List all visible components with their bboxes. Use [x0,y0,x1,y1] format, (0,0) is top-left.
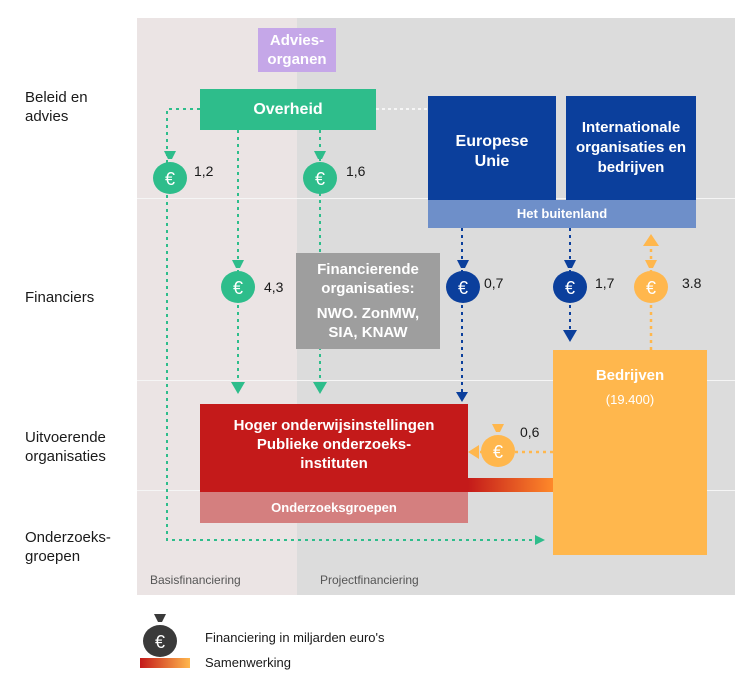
amount-eu: 0,7 [484,275,504,291]
amount-overheid-hoger: 4,3 [264,279,284,295]
svg-text:€: € [233,278,243,298]
divider-2 [137,380,735,381]
financierende-organisaties-box: Financierende organisaties: NWO. ZonMW, … [296,253,440,349]
amount-overheid-project: 1,6 [346,163,366,179]
svg-text:€: € [565,278,575,298]
level-financiers: Financiers [25,289,95,306]
svg-text:€: € [493,442,503,462]
legend-financiering-label: Financiering in miljarden euro's [205,630,385,645]
svg-text:€: € [155,632,165,652]
arrowhead-mid [231,382,245,394]
svg-text:€: € [165,169,175,189]
legend-samenwerking-swatch [140,658,190,668]
arrowhead-eu [456,392,468,402]
svg-text:€: € [315,169,325,189]
legend-moneybag-icon: € [143,614,177,657]
arrowhead-intl [563,330,577,342]
moneybag-icon: € [481,424,515,467]
legend-samenwerking-label: Samenwerking [205,655,291,670]
amount-bedrijven-hoger: 0,6 [520,424,540,440]
samenwerking-bar [468,478,554,492]
buitenland-bar: Het buitenland [428,200,696,228]
financierende-names: NWO. ZonMW, SIA, KNAW [316,305,420,341]
amount-intl: 1,7 [595,275,615,291]
svg-text:€: € [646,278,656,298]
moneybag-icon: € [153,151,187,194]
level-groepen: Onderzoeks- groepen [25,529,111,565]
onderzoeksgroepen-box: Onderzoeksgroepen [200,492,468,523]
hoger-onderwijs-box: Hoger onderwijsinstellingen Publieke ond… [200,404,468,492]
arrowhead-basis [535,535,545,545]
europese-unie-box: Europese Unie [428,96,556,200]
zone-label-project: Projectfinanciering [320,573,419,587]
adviesorganen-box: Advies- organen [258,28,336,72]
moneybag-icon: € [221,260,255,303]
bedrijven-label: Bedrijven [595,367,665,384]
moneybag-icon: € [303,151,337,194]
overheid-box: Overheid [200,89,376,130]
arrowhead-hoger [468,445,479,459]
moneybag-icon: € [553,260,587,303]
level-beleid: Beleid en advies [25,89,88,125]
amount-overheid-basis: 1,2 [194,163,214,179]
bedrijven-box: Bedrijven (19.400) [553,350,707,555]
financierende-title: Financierende organisaties: [317,261,419,297]
moneybag-icon: € [634,260,668,303]
level-uitvoerend: Uitvoerende organisaties [25,429,106,465]
bedrijven-count: (19.400) [605,392,655,407]
amount-bedrijven-buitenland: 3.8 [682,275,702,291]
zone-label-basis: Basisfinanciering [150,573,241,587]
arrowhead-right [313,382,327,394]
line-basis-outer [166,108,535,541]
moneybag-icon: € [446,260,480,303]
internationale-box: Internationale organisaties en bedrijven [566,96,696,200]
arrowhead-up [643,234,659,246]
svg-text:€: € [458,278,468,298]
